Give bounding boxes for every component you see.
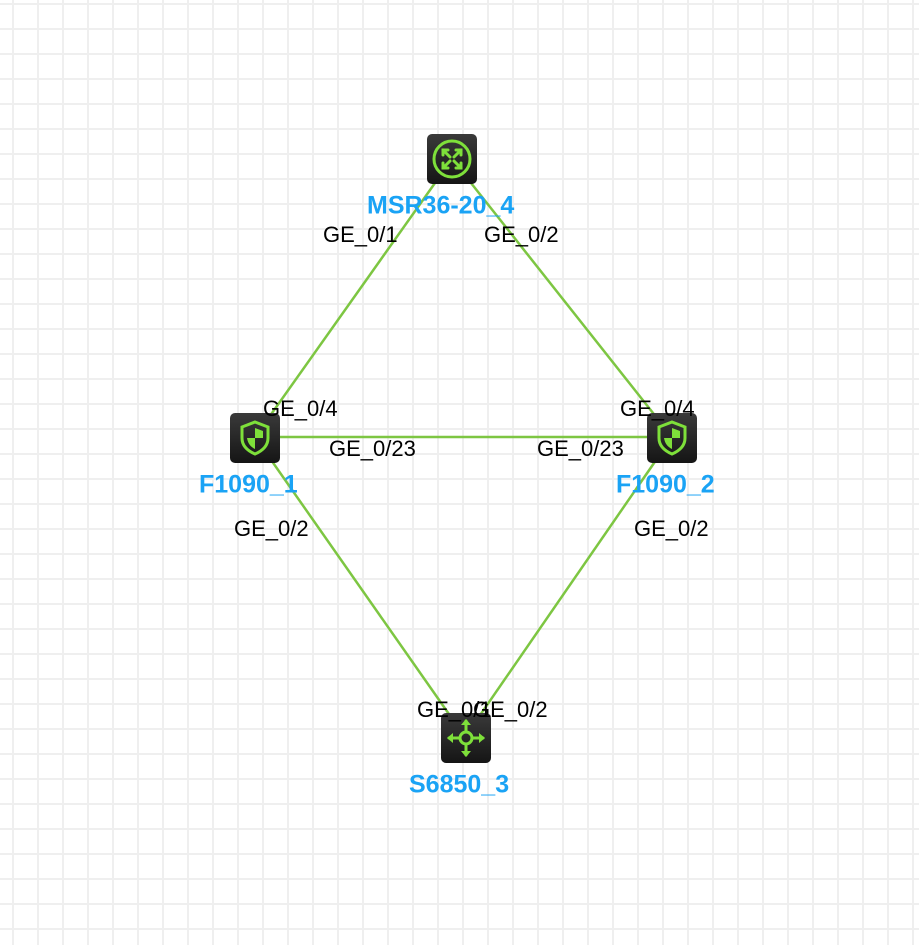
link-msr-f1[interactable] bbox=[253, 158, 454, 438]
port-label: GE_0/4 bbox=[620, 396, 695, 421]
port-label: GE_0/2 bbox=[234, 516, 309, 541]
firewall-icon bbox=[657, 420, 687, 456]
node-f1090-1[interactable] bbox=[230, 413, 280, 463]
switch-icon bbox=[447, 719, 485, 757]
port-label: GE_0/2 bbox=[473, 697, 548, 722]
node-name: F1090_1 bbox=[199, 470, 298, 499]
port-label: GE_0/23 bbox=[537, 436, 624, 461]
link-f1-s[interactable] bbox=[253, 436, 467, 738]
node-name: S6850_3 bbox=[409, 770, 510, 799]
port-label: GE_0/1 bbox=[323, 222, 398, 247]
node-f1090-2[interactable] bbox=[647, 413, 697, 463]
node-msr36-20-4[interactable] bbox=[427, 134, 477, 184]
firewall-icon bbox=[240, 420, 270, 456]
router-icon bbox=[432, 139, 472, 179]
port-label: GE_0/2 bbox=[484, 222, 559, 247]
link-f2-s[interactable] bbox=[463, 436, 674, 738]
port-label: GE_0/23 bbox=[329, 436, 416, 461]
port-label: GE_0/4 bbox=[263, 396, 338, 421]
node-name: MSR36-20_4 bbox=[367, 191, 515, 220]
port-label: GE_0/1 bbox=[417, 697, 492, 722]
node-name: F1090_2 bbox=[616, 470, 715, 499]
link-msr-f2[interactable] bbox=[451, 158, 673, 438]
node-s6850-3[interactable] bbox=[441, 713, 491, 763]
port-label: GE_0/2 bbox=[634, 516, 709, 541]
